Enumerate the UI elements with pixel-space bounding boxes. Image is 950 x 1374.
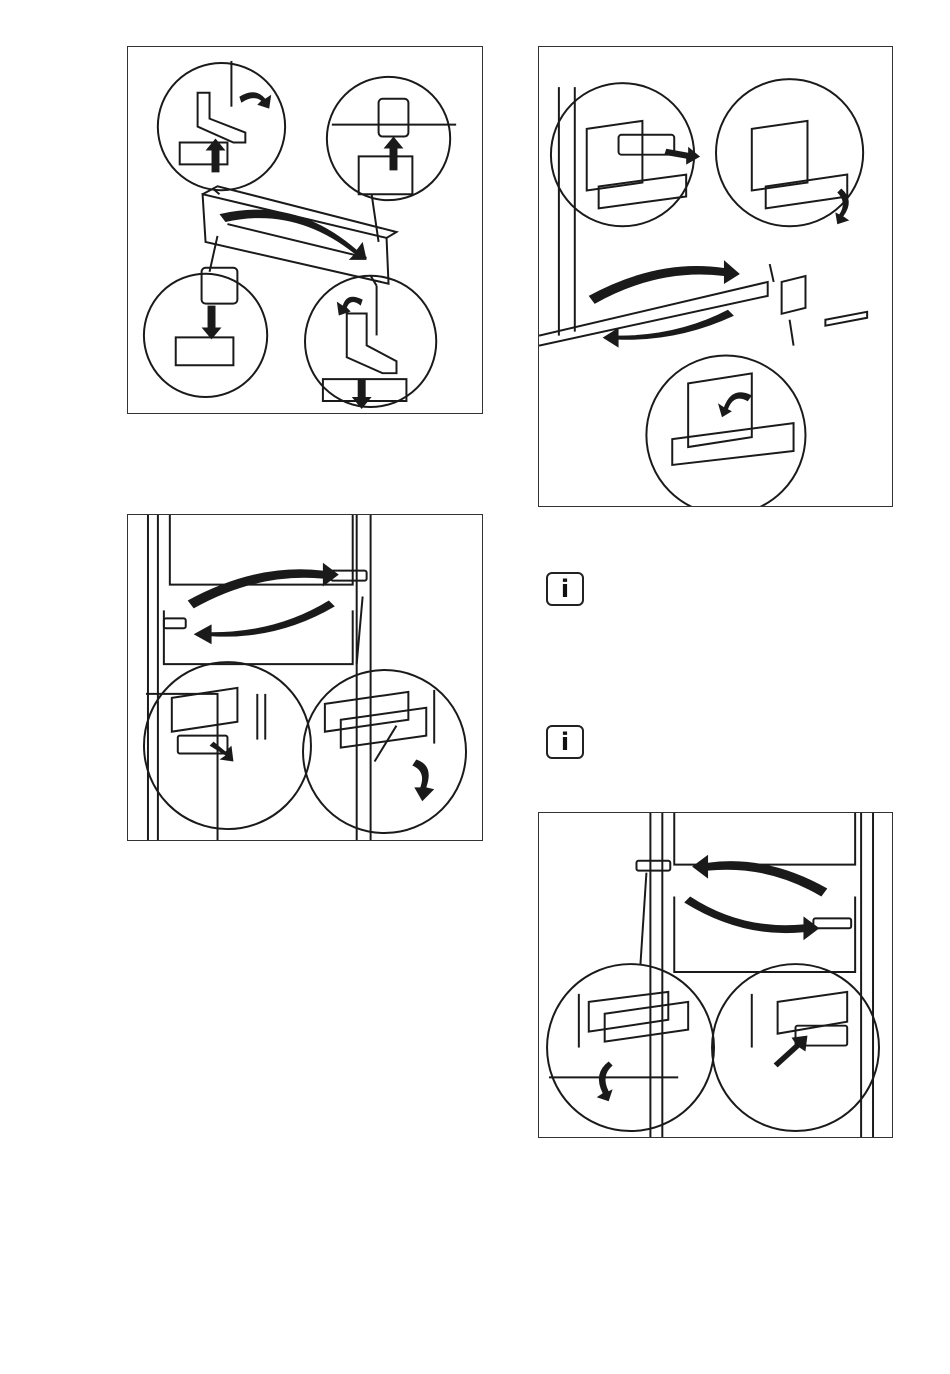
figure-bottom-hinge-move: [538, 46, 893, 507]
figure-top-hinge-cover-swap: [127, 46, 483, 414]
figure-door-hinge-remove: [127, 514, 483, 841]
figure-door-hinge-refit: [538, 812, 893, 1138]
door-hinge-remove-illustration: [128, 515, 482, 840]
information-icon: i: [548, 575, 582, 603]
info-icon-1: i: [546, 572, 584, 606]
info-icon-2: i: [546, 725, 584, 759]
bottom-hinge-illustration: [539, 47, 892, 506]
door-hinge-refit-illustration: [539, 813, 892, 1137]
top-hinge-illustration: [128, 47, 482, 413]
information-icon: i: [548, 728, 582, 756]
